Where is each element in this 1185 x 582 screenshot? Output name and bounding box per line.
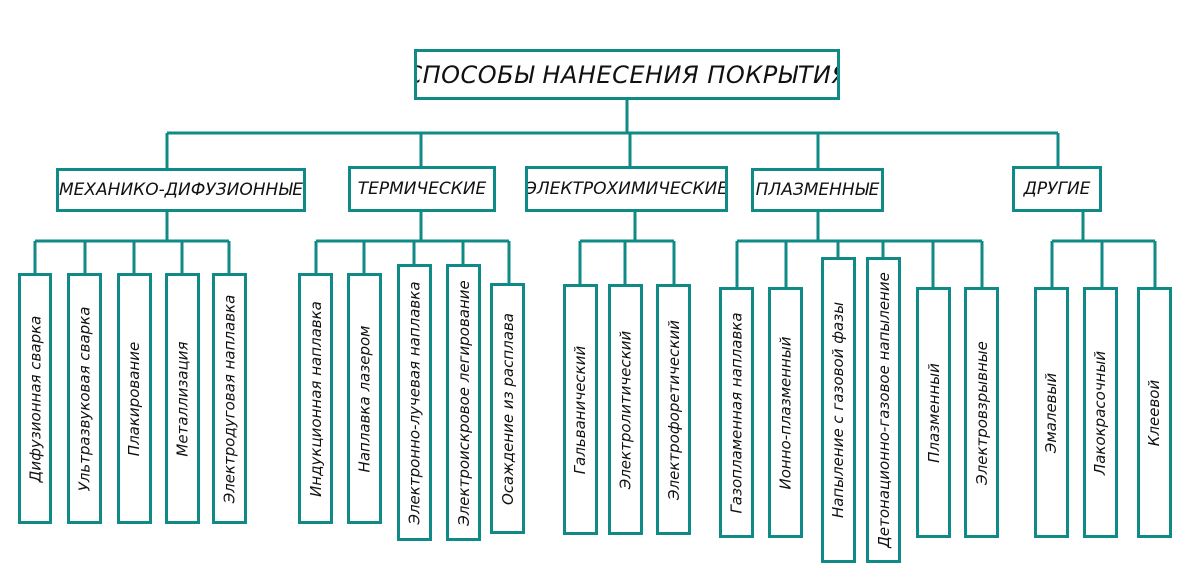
leaf-label: Клеевой xyxy=(1145,379,1164,446)
leaf-label: Плазменный xyxy=(924,362,943,463)
leaf-label: Электроискровое легирование xyxy=(454,279,473,526)
leaf-electrophoretic: Электрофоретический xyxy=(656,284,691,535)
leaf-label: Ионно-плазменный xyxy=(776,336,795,489)
leaf-plasma: Плазменный xyxy=(916,287,951,538)
leaf-metallization: Металлизация xyxy=(165,273,200,524)
leaf-electron-beam-surfacing: Электронно-лучевая наплавка xyxy=(397,264,432,541)
leaf-label: Напыление с газовой фазы xyxy=(829,301,848,519)
leaf-cladding: Плакирование xyxy=(117,273,152,524)
leaf-adhesive: Клеевой xyxy=(1137,287,1172,538)
leaf-vapor-deposition: Напыление с газовой фазы xyxy=(821,257,856,563)
category-other: ДРУГИЕ xyxy=(1012,166,1102,212)
leaf-enamel: Эмалевый xyxy=(1034,287,1069,538)
leaf-label: Электролитический xyxy=(616,330,635,489)
category-mechanical-diffusion: МЕХАНИКО-ДИФУЗИОННЫЕ xyxy=(56,168,306,212)
category-label: ЭЛЕКТРОХИМИЧЕСКИЕ xyxy=(525,179,728,199)
category-label: ТЕРМИЧЕСКИЕ xyxy=(357,179,487,199)
leaf-electro-explosive: Электровзрывные xyxy=(964,287,999,538)
leaf-ion-plasma: Ионно-плазменный xyxy=(768,287,803,538)
leaf-label: Гальванический xyxy=(571,345,590,474)
leaf-label: Детонационно-газовое напыление xyxy=(874,272,893,548)
leaf-paint: Лакокрасочный xyxy=(1083,287,1118,538)
root-label: СПОСОБЫ НАНЕСЕНИЯ ПОКРЫТИЯ xyxy=(414,60,840,89)
leaf-label: Плакирование xyxy=(125,341,144,456)
leaf-ultrasonic-welding: Ультразвуковая сварка xyxy=(67,273,102,524)
category-thermal: ТЕРМИЧЕСКИЕ xyxy=(348,166,496,212)
leaf-label: Лакокрасочный xyxy=(1091,350,1110,475)
leaf-melt-deposition: Осаждение из расплава xyxy=(490,283,525,534)
leaf-label: Наплавка лазером xyxy=(355,325,374,472)
leaf-electric-arc-surfacing: Электродуговая наплавка xyxy=(212,273,247,524)
leaf-label: Электронно-лучевая наплавка xyxy=(405,280,424,525)
leaf-label: Осаждение из расплава xyxy=(498,312,517,505)
category-label: МЕХАНИКО-ДИФУЗИОННЫЕ xyxy=(59,180,303,200)
leaf-electrolytic: Электролитический xyxy=(608,284,643,535)
leaf-label: Металлизация xyxy=(173,340,192,457)
category-label: ДРУГИЕ xyxy=(1023,179,1091,199)
leaf-galvanic: Гальванический xyxy=(563,284,598,535)
leaf-label: Эмалевый xyxy=(1042,372,1061,453)
leaf-label: Электродуговая наплавка xyxy=(220,294,239,503)
leaf-label: Электровзрывные xyxy=(972,340,991,485)
leaf-label: Дифузионная сварка xyxy=(26,315,45,482)
leaf-label: Газопламенная наплавка xyxy=(727,311,746,514)
leaf-label: Индукционная наплавка xyxy=(306,300,325,497)
leaf-gas-flame-surfacing: Газопламенная наплавка xyxy=(719,287,754,538)
root-node: СПОСОБЫ НАНЕСЕНИЯ ПОКРЫТИЯ xyxy=(414,49,840,100)
leaf-induction-surfacing: Индукционная наплавка xyxy=(298,273,333,524)
category-label: ПЛАЗМЕННЫЕ xyxy=(755,180,880,200)
category-plasma: ПЛАЗМЕННЫЕ xyxy=(751,168,884,212)
category-electrochemical: ЭЛЕКТРОХИМИЧЕСКИЕ xyxy=(525,166,728,212)
leaf-detonation-gas-spraying: Детонационно-газовое напыление xyxy=(866,257,901,563)
leaf-diffusion-welding: Дифузионная сварка xyxy=(18,273,52,524)
leaf-laser-surfacing: Наплавка лазером xyxy=(347,273,382,524)
leaf-label: Ультразвуковая сварка xyxy=(75,306,94,491)
leaf-electrospark-alloying: Электроискровое легирование xyxy=(446,264,481,541)
leaf-label: Электрофоретический xyxy=(664,319,683,500)
